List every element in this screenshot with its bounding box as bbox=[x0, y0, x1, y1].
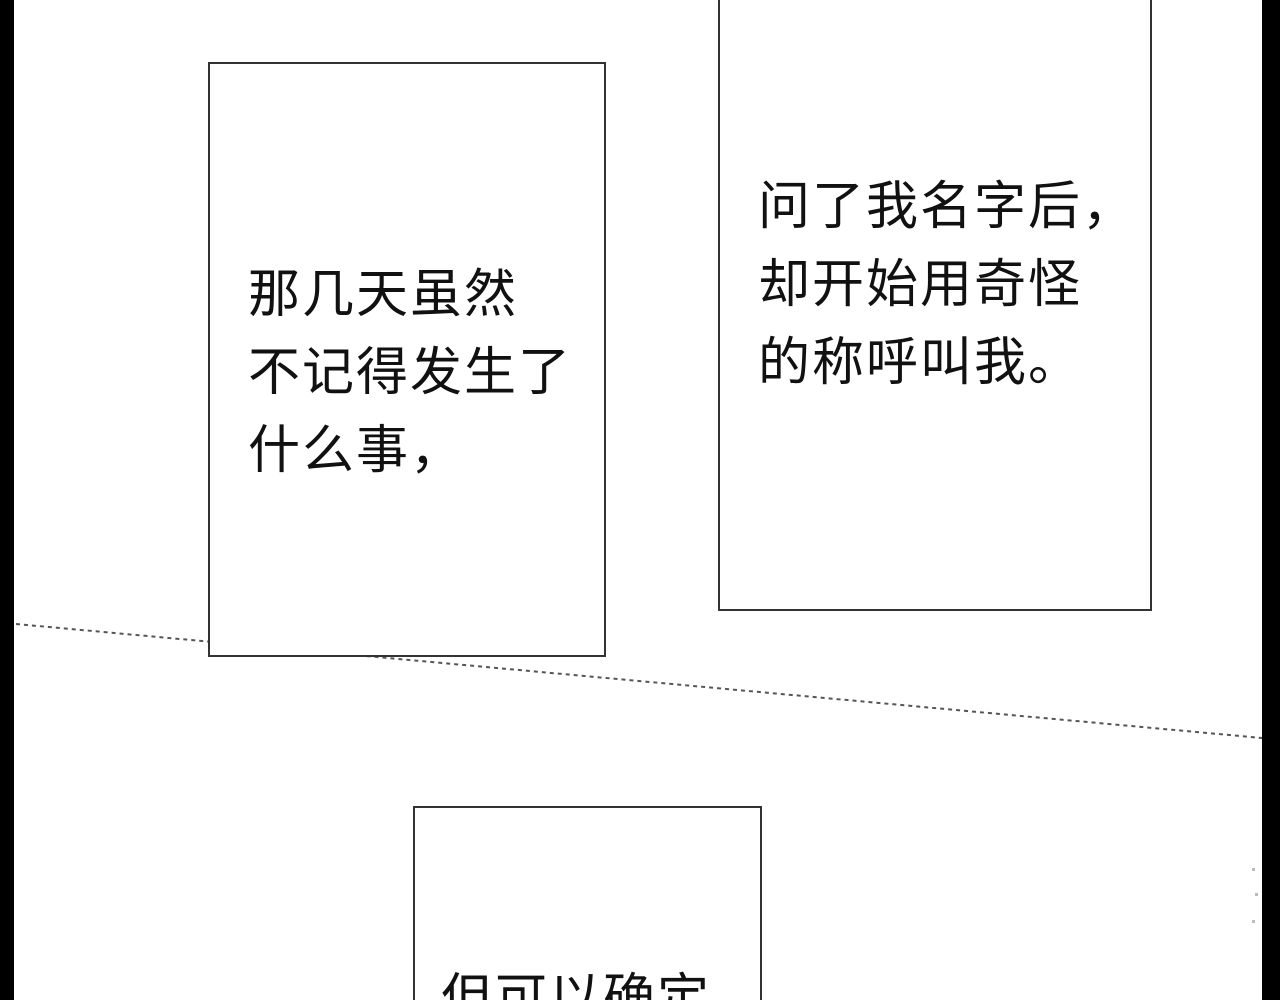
panel-2-text: 问了我名字后， 却开始用奇怪的称呼叫我。 bbox=[758, 168, 1136, 402]
text-line: 那几天虽然 bbox=[248, 265, 519, 325]
speech-panel-1: 那几天虽然不记得发生了什么事， bbox=[208, 62, 606, 657]
text-line: 什么事， bbox=[248, 421, 465, 481]
scan-speck bbox=[1252, 868, 1255, 871]
panel-3-text: 但可以确定 bbox=[441, 960, 711, 1000]
panel-1-text: 那几天虽然不记得发生了什么事， bbox=[248, 256, 572, 490]
page-edge-left bbox=[0, 0, 14, 1000]
text-line: 的称呼叫我。 bbox=[758, 333, 1083, 393]
text-line: 不记得发生了 bbox=[248, 343, 573, 403]
text-line: 但可以确定 bbox=[441, 969, 712, 1000]
speech-panel-2: 问了我名字后， 却开始用奇怪的称呼叫我。 bbox=[718, 0, 1152, 611]
text-line: 问了我名字后， bbox=[758, 177, 1137, 237]
text-line: 却开始用奇怪 bbox=[758, 255, 1083, 315]
scan-speck bbox=[1252, 920, 1255, 923]
page-edge-right bbox=[1262, 0, 1280, 1000]
scan-speck bbox=[1255, 893, 1258, 896]
speech-panel-3: 但可以确定 bbox=[413, 806, 762, 1000]
